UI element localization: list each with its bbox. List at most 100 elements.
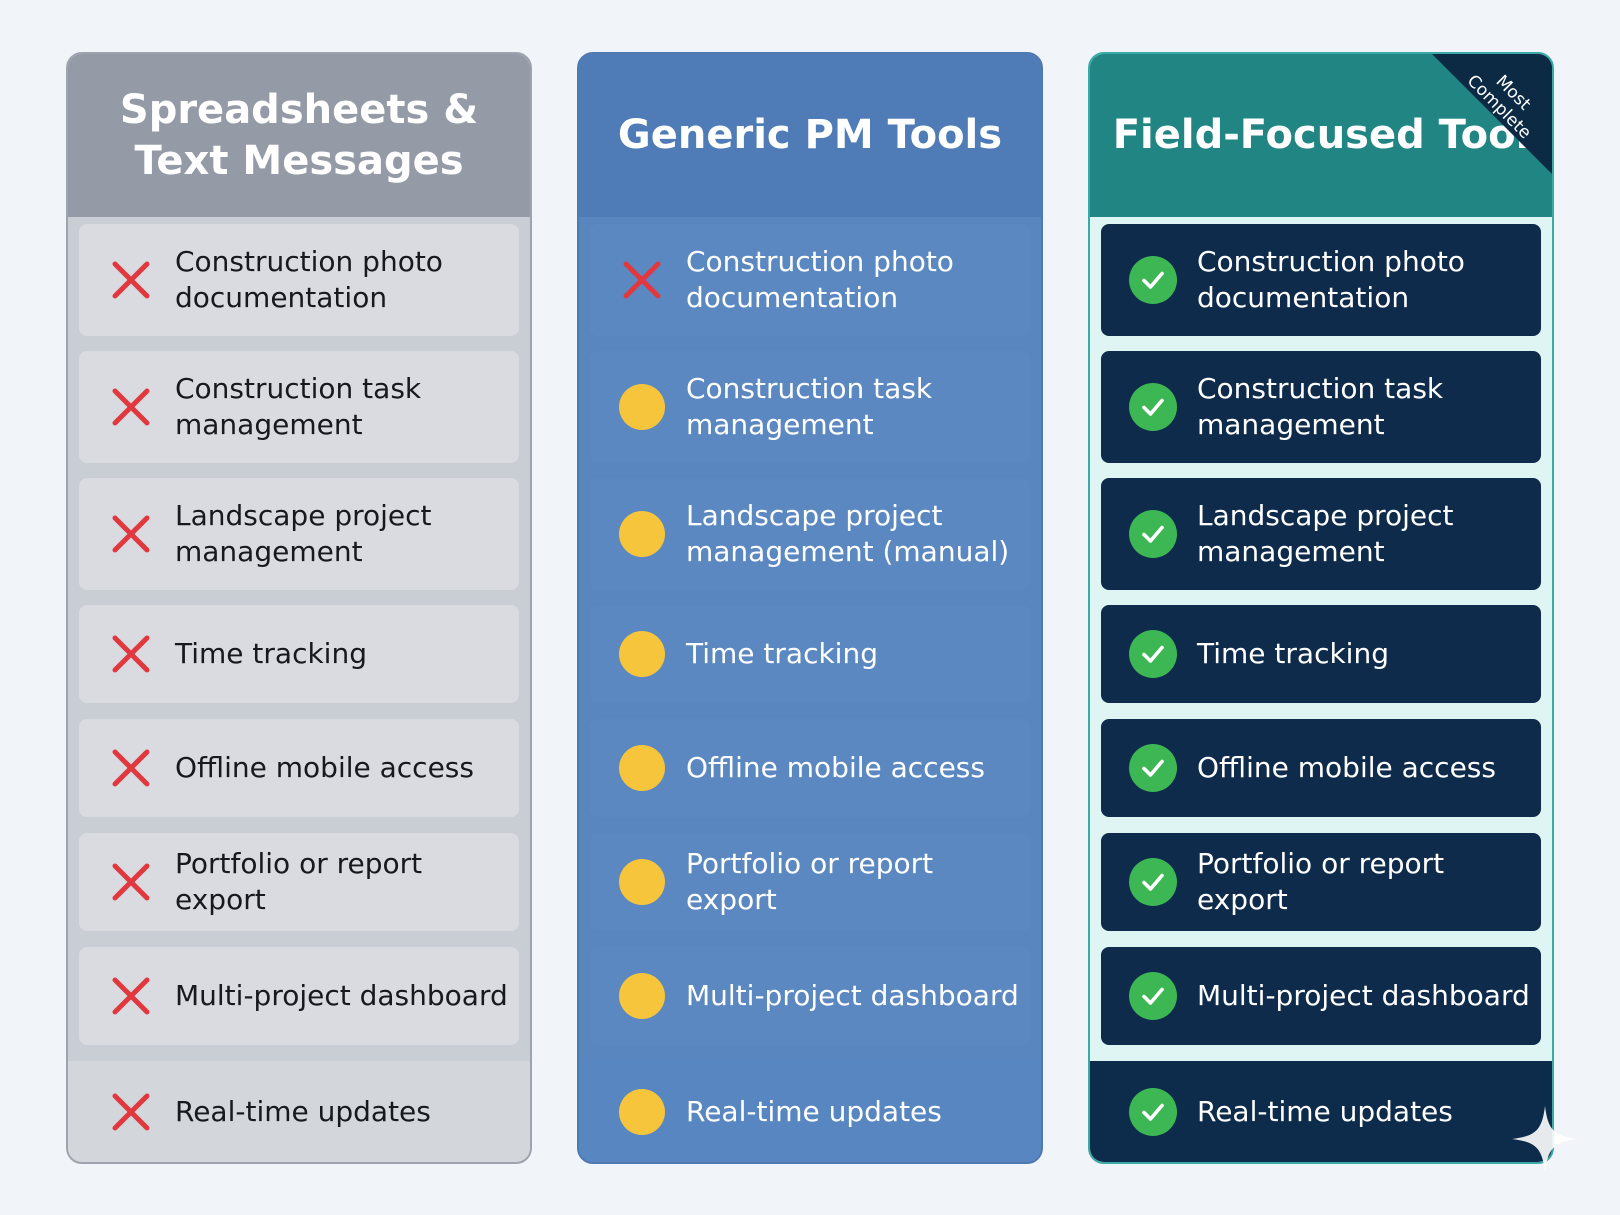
feature-row: Real-time updates	[68, 1061, 530, 1162]
feature-label-line1: Portfolio or report export	[686, 847, 934, 916]
feature-label-line2: management	[175, 408, 363, 441]
feature-label-line1: Real-time updates	[686, 1094, 942, 1128]
partial-dot-icon	[618, 630, 666, 678]
column-title-line2: Text Messages	[134, 137, 464, 184]
check-icon	[1129, 1087, 1177, 1136]
column-header-spreadsheets: Spreadsheets & Text Messages	[68, 54, 530, 217]
feature-row: Real-time updates	[1090, 1061, 1552, 1162]
feature-row: Time tracking	[590, 605, 1030, 703]
partial-dot-icon	[618, 858, 666, 906]
feature-row: Portfolio or report export	[1101, 833, 1541, 931]
check-icon	[1129, 858, 1177, 906]
feature-label-line2: documentation	[175, 281, 388, 314]
x-icon	[107, 744, 155, 792]
feature-label-line1: Offline mobile access	[1197, 751, 1496, 784]
feature-label-line1: Construction photo	[686, 245, 954, 278]
feature-row: Multi-project dashboard	[590, 947, 1030, 1045]
feature-label: Time tracking	[175, 636, 367, 672]
check-icon	[1129, 972, 1177, 1020]
feature-row: Portfolio or report export	[79, 833, 519, 931]
feature-label-line1: Time tracking	[175, 637, 367, 670]
feature-label-line1: Construction task	[175, 372, 422, 405]
partial-dot-icon	[618, 383, 666, 431]
column-title-line1: Spreadsheets &	[119, 86, 479, 133]
feature-label: Offline mobile access	[1197, 750, 1496, 786]
check-icon	[1129, 510, 1177, 558]
feature-label-line1: Portfolio or report export	[175, 847, 423, 916]
partial-dot-icon	[618, 1088, 666, 1136]
partial-dot-icon	[618, 972, 666, 1020]
x-icon	[107, 630, 155, 678]
column-header-generic-pm: Generic PM Tools	[579, 54, 1041, 217]
feature-label: Multi-project dashboard	[686, 978, 1019, 1014]
column-title: Generic PM Tools	[617, 112, 1003, 158]
feature-label-line1: Offline mobile access	[175, 751, 474, 784]
feature-label-line1: Offline mobile access	[686, 751, 985, 784]
feature-label-line2: documentation	[1197, 281, 1410, 314]
feature-label-line1: Landscape project	[175, 499, 432, 532]
feature-label-line1: Landscape project	[686, 499, 943, 532]
feature-row: Offline mobile access	[1101, 719, 1541, 817]
feature-label-line2: management	[1197, 535, 1385, 568]
feature-label: Multi-project dashboard	[1197, 978, 1530, 1014]
feature-label: Time tracking	[1197, 636, 1389, 672]
partial-dot-icon	[618, 744, 666, 792]
feature-label: Real-time updates	[686, 1094, 942, 1130]
x-icon	[107, 1088, 155, 1136]
feature-label: Portfolio or report export	[175, 846, 519, 918]
most-complete-ribbon: Most Complete	[1432, 54, 1552, 174]
feature-label-line1: Construction task	[1197, 372, 1444, 405]
x-icon	[618, 256, 666, 304]
x-icon	[107, 858, 155, 906]
x-icon	[107, 972, 155, 1020]
check-icon	[1129, 383, 1177, 431]
x-icon	[107, 510, 155, 558]
feature-row: Portfolio or report export	[590, 833, 1030, 931]
column-field-focused: Field-Focused Tool Most Complete Constru…	[1088, 52, 1554, 1164]
check-icon	[1129, 744, 1177, 792]
feature-label-line2: management (manual)	[686, 535, 1010, 568]
feature-label-line1: Time tracking	[686, 637, 878, 670]
feature-label: Time tracking	[686, 636, 878, 672]
feature-label-line2: management	[686, 408, 874, 441]
feature-label-line1: Construction photo	[1197, 245, 1465, 278]
feature-label: Offline mobile access	[686, 750, 985, 786]
feature-row: Time tracking	[1101, 605, 1541, 703]
feature-label-line1: Construction task	[686, 372, 933, 405]
feature-row: Offline mobile access	[79, 719, 519, 817]
feature-label: Multi-project dashboard	[175, 978, 508, 1014]
feature-label-line1: Real-time updates	[1197, 1094, 1453, 1128]
feature-label: Real-time updates	[175, 1094, 431, 1130]
partial-dot-icon	[618, 510, 666, 558]
feature-label-line1: Multi-project dashboard	[175, 979, 508, 1012]
feature-label: Offline mobile access	[175, 750, 474, 786]
feature-label-line1: Multi-project dashboard	[686, 979, 1019, 1012]
feature-label-line1: Real-time updates	[175, 1094, 431, 1128]
feature-label-line1: Multi-project dashboard	[1197, 979, 1530, 1012]
check-icon	[1129, 256, 1177, 304]
feature-label-line1: Portfolio or report export	[1197, 847, 1445, 916]
feature-row: Offline mobile access	[590, 719, 1030, 817]
feature-label-line2: management	[1197, 408, 1385, 441]
feature-label-line1: Time tracking	[1197, 637, 1389, 670]
feature-label-line1: Construction photo	[175, 245, 443, 278]
sparkle-icon	[1512, 1106, 1578, 1172]
